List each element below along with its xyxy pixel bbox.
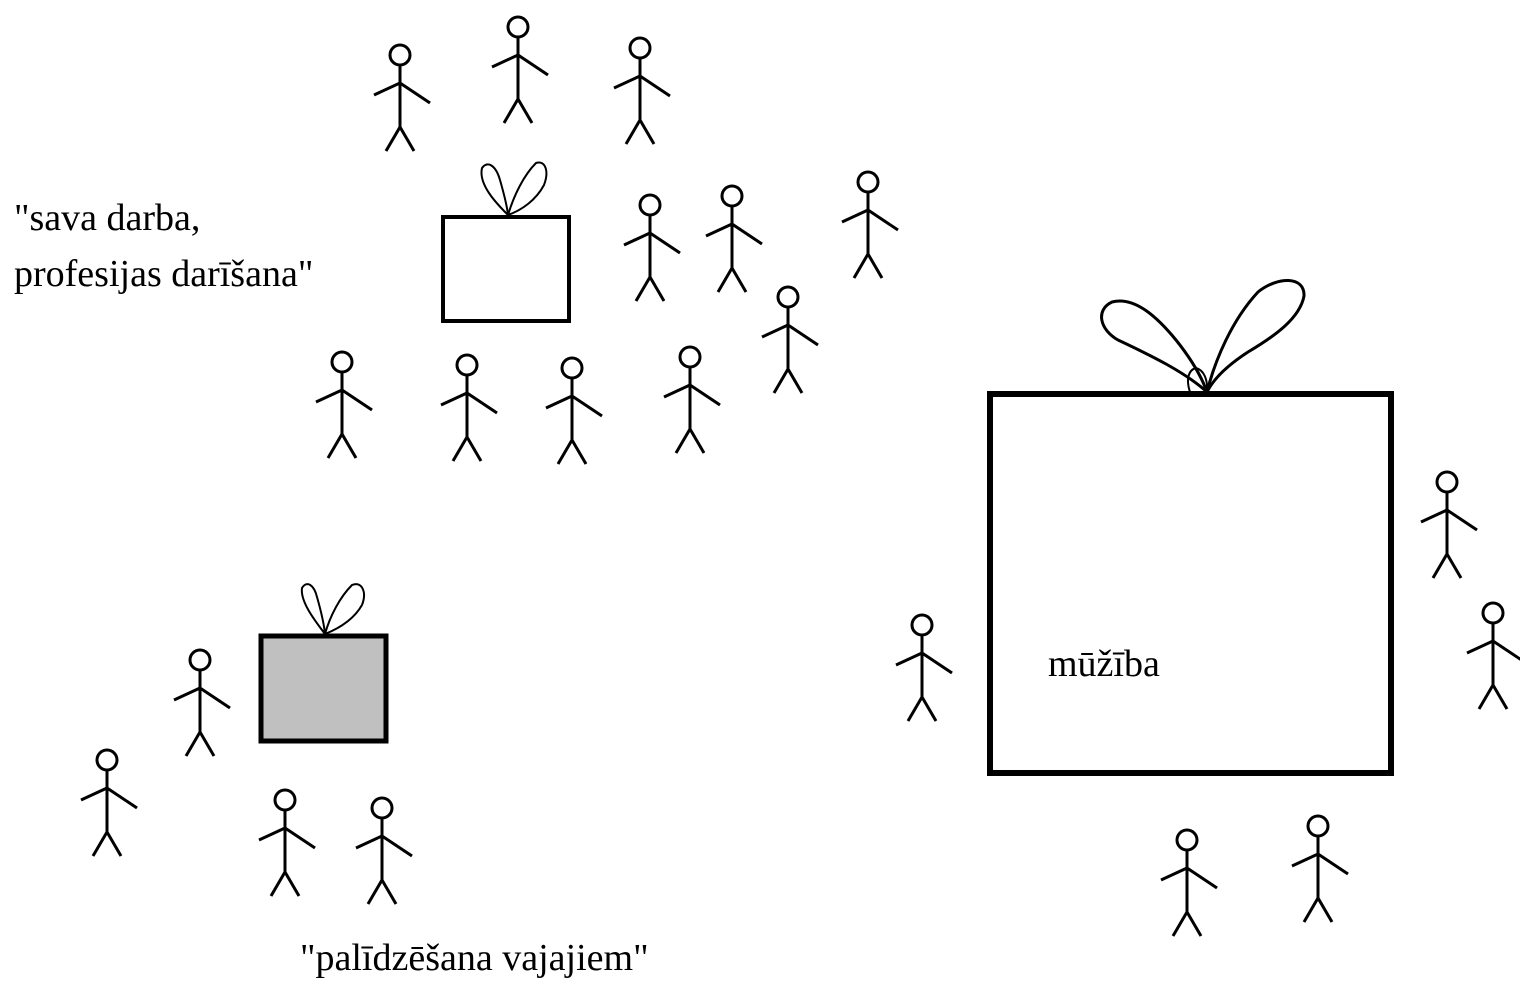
stick-figure (354, 796, 414, 906)
stick-figure (544, 356, 604, 466)
gift-help-bow-right (323, 583, 365, 636)
gift-work-box (441, 215, 571, 323)
gift-eternity-bow-left (1100, 299, 1209, 394)
stick-figure (372, 43, 432, 153)
stick-figure (172, 648, 232, 758)
stick-figure (1465, 601, 1520, 711)
stick-figure (257, 788, 317, 898)
stick-figure (894, 613, 954, 723)
stick-figure (612, 36, 672, 146)
label-work-profession: "sava darba, profesijas darīšana" (14, 190, 313, 302)
gift-eternity-box (987, 391, 1394, 776)
gift-help-bow-left (300, 583, 327, 638)
stick-figure (760, 285, 820, 395)
stick-figure (79, 748, 139, 858)
gift-help (258, 583, 389, 744)
gift-eternity-bow-knot (1187, 366, 1209, 393)
people-group-work (314, 15, 900, 466)
stick-figure (490, 15, 550, 125)
gift-eternity (987, 279, 1394, 776)
label-helping-needy: "palīdzēšana vajajiem" (300, 937, 649, 979)
stick-figure (1290, 814, 1350, 924)
gift-work-bow-right (506, 161, 548, 217)
gift-work (441, 161, 571, 323)
stick-figure (704, 184, 764, 294)
stick-figure (439, 353, 499, 463)
stick-figure (314, 350, 374, 460)
gift-eternity-bow-right (1205, 279, 1306, 393)
stick-figure (1419, 470, 1479, 580)
label-work-line1: "sava darba, (14, 197, 201, 239)
stick-figure (662, 345, 722, 455)
stick-figure (840, 170, 900, 280)
stick-figure (622, 193, 682, 303)
stick-figure (1159, 828, 1219, 938)
gift-work-bow-left (480, 163, 510, 218)
label-work-line2: profesijas darīšana" (14, 253, 314, 295)
label-eternity: mūžība (1048, 643, 1160, 685)
gift-help-box (258, 633, 389, 744)
